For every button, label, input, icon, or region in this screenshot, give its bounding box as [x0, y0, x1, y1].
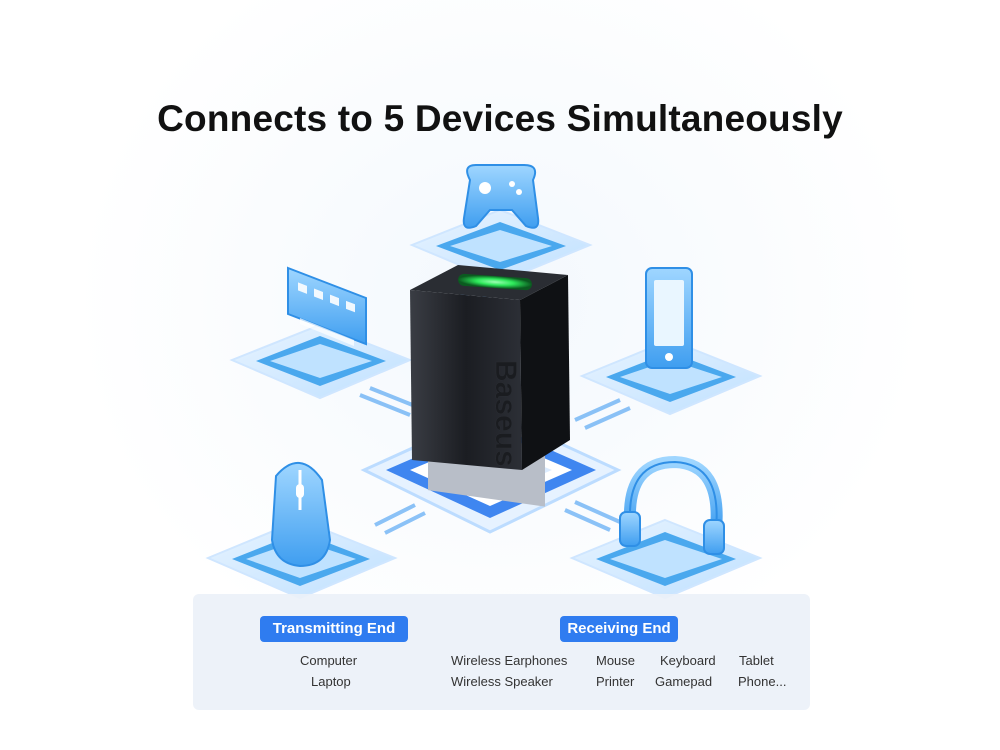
info-panel: Transmitting End Receiving End Computer … — [193, 594, 810, 710]
receiver-item: Keyboard — [660, 653, 716, 668]
receiver-item: Wireless Speaker — [451, 674, 553, 689]
receiver-item: Phone... — [738, 674, 787, 689]
headline: Connects to 5 Devices Simultaneously — [157, 98, 843, 139]
mouse-device — [205, 461, 398, 600]
transmitter-item: Laptop — [311, 674, 351, 689]
receiving-end-badge: Receiving End — [560, 616, 678, 642]
tablet-icon — [645, 267, 693, 369]
transmitter-item: Computer — [300, 653, 358, 668]
keyboard-icon — [287, 266, 367, 346]
bluetooth-adapter: Baseus — [410, 265, 570, 507]
transmitting-end-badge: Transmitting End — [260, 616, 408, 642]
tablet-device — [579, 267, 763, 416]
keyboard-device — [229, 266, 413, 400]
receiver-item: Tablet — [739, 653, 774, 668]
receiver-item: Printer — [596, 674, 635, 689]
status-led — [458, 273, 532, 291]
receiver-item: Wireless Earphones — [451, 653, 568, 668]
receiver-item: Gamepad — [655, 674, 713, 689]
headphones-icon — [619, 455, 725, 555]
brand-logo: Baseus — [489, 360, 522, 467]
mouse-icon — [270, 461, 332, 568]
connector-mouse — [374, 503, 426, 535]
receiver-item: Mouse — [596, 653, 636, 668]
headphones-device — [569, 455, 763, 600]
gamepad-icon — [462, 164, 540, 229]
connector-tablet — [574, 398, 631, 430]
gamepad-device — [409, 164, 593, 284]
connector-headphones — [564, 500, 621, 532]
connector-keyboard — [359, 386, 421, 417]
